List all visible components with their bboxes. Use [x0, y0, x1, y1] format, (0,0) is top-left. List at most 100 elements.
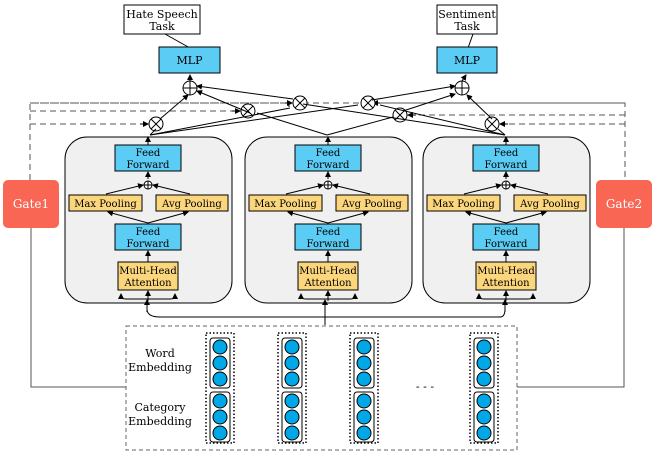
feed-forward-bottom-label-2: Forward [307, 239, 350, 250]
sum-node-left [182, 80, 198, 96]
attention-label-2: Attention [123, 278, 172, 289]
embedding-node [356, 371, 372, 387]
feed-forward-bottom [294, 223, 362, 251]
embedding-column [205, 332, 235, 444]
embedding-node [356, 409, 372, 425]
feed-forward-top-label-2: Forward [485, 160, 528, 171]
attention-label-2: Attention [481, 278, 530, 289]
product-node [360, 95, 376, 111]
gate-dashed-lines [29, 102, 626, 180]
max-pooling-label: Max Pooling [254, 199, 317, 210]
embedding-node [284, 355, 300, 371]
sum-to-mlp-right [460, 74, 467, 82]
max-pooling-box [426, 194, 501, 212]
embedding-node [284, 371, 300, 387]
feed-forward-top-label-2: Forward [307, 160, 350, 171]
embedding-node [284, 393, 300, 409]
task-link-right [467, 33, 474, 49]
feed-forward-bottom-label-2: Forward [485, 239, 528, 250]
embedding-column [277, 332, 307, 444]
sentiment-task-box: Sentiment Task [436, 4, 498, 35]
feed-forward-top-label-2: Forward [127, 160, 170, 171]
embedding-node [284, 339, 300, 355]
product-node [292, 95, 308, 111]
embedding-node [212, 371, 228, 387]
hate-speech-task-label: Hate Speech [126, 8, 197, 21]
embedding-column [349, 332, 379, 444]
feed-forward-bottom-label: Feed [136, 227, 161, 238]
gate1: Gate1 [3, 180, 59, 228]
gate2: Gate2 [596, 180, 652, 228]
embedding-to-experts [144, 299, 508, 325]
expert-to-gate-connections [149, 83, 506, 136]
embedding-node [212, 425, 228, 441]
embedding-node [356, 355, 372, 371]
mlp-right: MLP [436, 46, 498, 74]
feed-forward-top-label: Feed [494, 148, 519, 159]
max-pooling-label: Max Pooling [432, 199, 495, 210]
embedding-node [356, 393, 372, 409]
hate-speech-task-label-2: Task [149, 20, 175, 33]
pool-sum-node [143, 180, 153, 190]
mlp-left: MLP [158, 46, 221, 74]
attention-label: Multi-Head [477, 266, 535, 277]
avg-pooling-label: Avg Pooling [519, 199, 580, 210]
pool-sum-node [501, 180, 511, 190]
embedding-column [469, 332, 499, 444]
embedding-node [212, 355, 228, 371]
category-embedding-label: Category [134, 401, 186, 414]
sum-node-right [454, 80, 470, 96]
embedding-node [284, 425, 300, 441]
avg-pooling-label: Avg Pooling [341, 199, 402, 210]
feed-forward-top-label: Feed [316, 148, 341, 159]
embedding-node [284, 409, 300, 425]
embedding-node [476, 355, 492, 371]
multi-head-attention-box [117, 261, 179, 291]
embedding-node [476, 393, 492, 409]
attention-label: Multi-Head [119, 266, 177, 277]
embedding-node [212, 393, 228, 409]
pool-sum-node [323, 180, 333, 190]
embedding-node [212, 409, 228, 425]
product-node [240, 103, 256, 119]
max-pooling-label: Max Pooling [74, 199, 137, 210]
word-embedding-label: Word [145, 347, 174, 360]
multi-head-attention-box [475, 261, 537, 291]
max-pooling-box [68, 194, 143, 212]
feed-forward-bottom [114, 223, 182, 251]
avg-pooling-label: Avg Pooling [161, 199, 222, 210]
embedding-panel: Word Embedding Category Embedding - - - [125, 325, 518, 451]
embedding-node [212, 339, 228, 355]
avg-pooling-box [513, 194, 587, 212]
sentiment-task-label: Sentiment [438, 8, 496, 21]
embedding-node [476, 339, 492, 355]
attention-label-2: Attention [303, 278, 352, 289]
attention-label: Multi-Head [299, 266, 357, 277]
ellipsis: - - - [416, 380, 434, 393]
hate-speech-task-box: Hate Speech Task [123, 4, 201, 35]
gate1-input-line [30, 228, 126, 388]
product-node [484, 116, 500, 132]
feed-forward-bottom [472, 223, 540, 251]
word-embedding-label-2: Embedding [128, 361, 192, 374]
feed-forward-bottom-label: Feed [494, 227, 519, 238]
category-embedding-label-2: Embedding [128, 415, 192, 428]
mlp-left-label: MLP [177, 54, 204, 67]
task-link-left [164, 33, 191, 49]
avg-pooling-box [335, 194, 409, 212]
avg-pooling-box [155, 194, 229, 212]
product-node [148, 116, 164, 132]
feed-forward-bottom-label-2: Forward [127, 239, 170, 250]
feed-forward-top-label: Feed [136, 148, 161, 159]
embedding-node [476, 409, 492, 425]
gate1-label: Gate1 [13, 197, 49, 211]
embedding-node [356, 339, 372, 355]
embedding-node [476, 371, 492, 387]
mlp-right-label: MLP [454, 54, 481, 67]
feed-forward-top [472, 144, 540, 172]
gate2-input-line [517, 228, 625, 388]
